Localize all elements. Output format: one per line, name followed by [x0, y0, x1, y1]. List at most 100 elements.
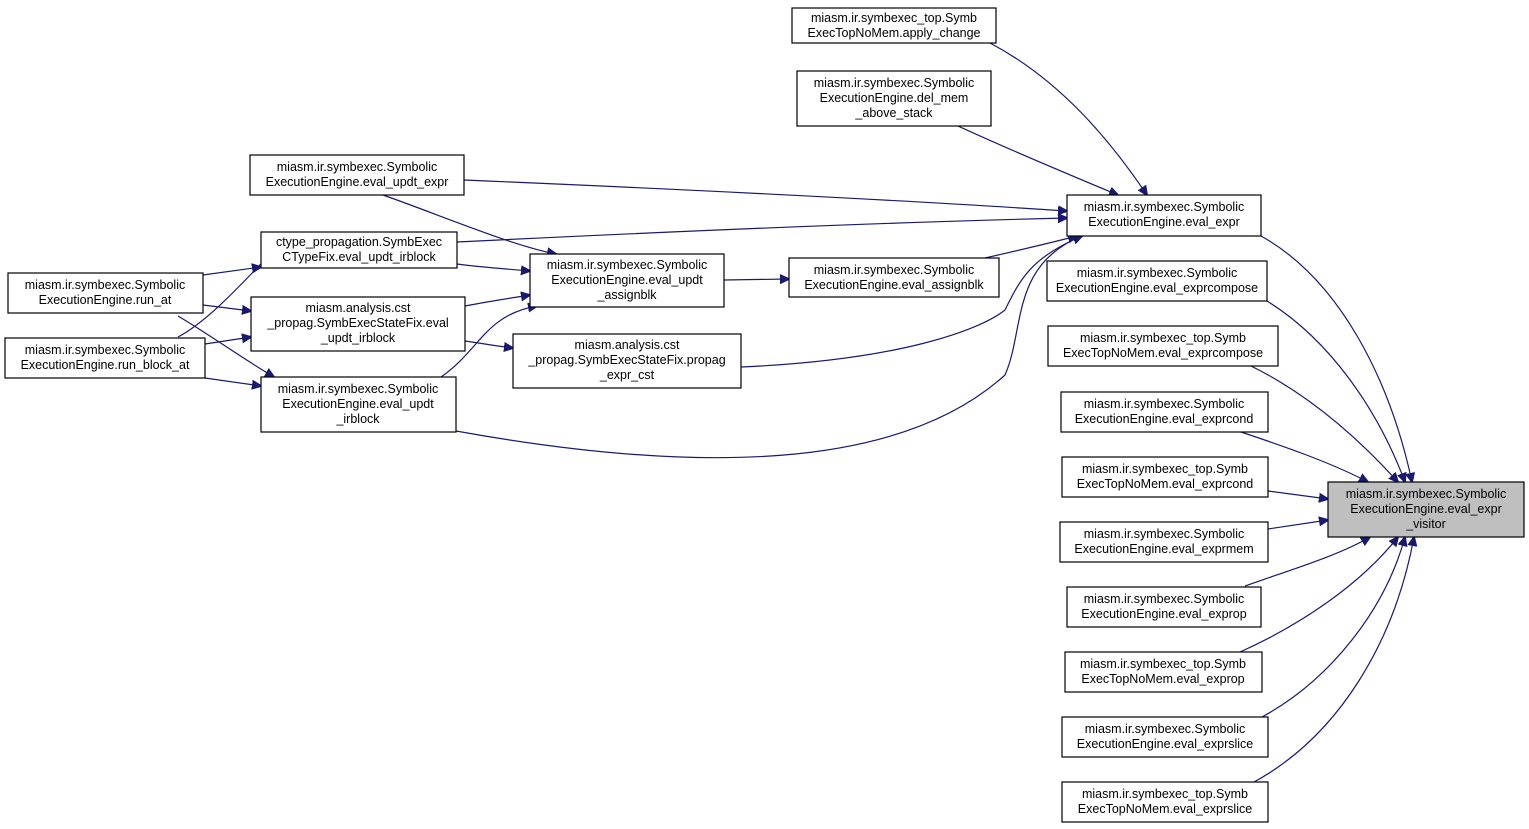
node-label: ExecutionEngine.eval_updt — [551, 273, 703, 287]
node-label: miasm.analysis.cst — [306, 301, 411, 315]
node-label: miasm.ir.symbexec.Symbolic — [1084, 397, 1244, 411]
node-eval-expr[interactable]: miasm.ir.symbexec.Symbolic ExecutionEngi… — [1066, 194, 1262, 237]
edge-run-at-to-cst-irblock — [202, 304, 251, 311]
node-eval-exprcond[interactable]: miasm.ir.symbexec.Symbolic ExecutionEngi… — [1060, 391, 1269, 433]
edge-layer — [177, 42, 1414, 783]
node-top-eval-exprcond[interactable]: miasm.ir.symbexec_top.Symb ExecTopNoMem.… — [1061, 456, 1269, 498]
node-eval-exprslice[interactable]: miasm.ir.symbexec.Symbolic ExecutionEngi… — [1061, 716, 1269, 758]
node-label: miasm.ir.symbexec.Symbolic — [1077, 266, 1237, 280]
node-label: ExecutionEngine.eval_exprmem — [1074, 542, 1253, 556]
node-label: miasm.ir.symbexec.Symbolic — [278, 382, 438, 396]
node-label: miasm.ir.symbexec.Symbolic — [1084, 592, 1244, 606]
edge-eval-updt-expr-to-eval-expr — [463, 179, 1067, 211]
node-eval-exprop[interactable]: miasm.ir.symbexec.Symbolic ExecutionEngi… — [1066, 586, 1262, 628]
node-apply-change[interactable]: miasm.ir.symbexec_top.Symb ExecTopNoMem.… — [791, 7, 997, 44]
node-top-eval-exprcompose[interactable]: miasm.ir.symbexec_top.Symb ExecTopNoMem.… — [1047, 325, 1279, 367]
node-label: miasm.ir.symbexec_top.Symb — [1080, 657, 1246, 671]
edge-eval-updt-expr-to-updt-assignblk — [382, 194, 556, 254]
edge-top-exprslice-to-visitor — [1253, 537, 1414, 783]
edge-updt-irblock-to-updt-assignblk — [440, 306, 537, 378]
node-label: ExecutionEngine.eval_exprcompose — [1056, 281, 1258, 295]
edge-cst-irblock-to-propag-cst — [464, 340, 513, 348]
edge-del-mem-to-eval-expr — [957, 125, 1118, 195]
edge-top-exprop-to-visitor — [1239, 537, 1398, 653]
node-label: ExecutionEngine.eval_exprslice — [1077, 737, 1254, 751]
node-layer: miasm.ir.symbexec.Symbolic ExecutionEngi… — [4, 7, 1525, 823]
node-label: miasm.ir.symbexec.Symbolic — [1085, 722, 1245, 736]
edge-exprop-to-visitor — [1244, 537, 1370, 587]
edge-run-at-to-updt-irblock — [177, 315, 274, 377]
edge-run-block-at-to-updt-irblock — [204, 377, 261, 386]
node-label: ExecutionEngine.eval_exprcond — [1075, 412, 1254, 426]
node-label: miasm.ir.symbexec.Symbolic — [25, 278, 185, 292]
node-label: miasm.ir.symbexec.Symbolic — [1346, 487, 1506, 501]
edge-cst-irblock-to-updt-assignblk — [464, 295, 530, 307]
node-label: miasm.ir.symbexec.Symbolic — [277, 160, 437, 174]
edge-ctype-irblock-to-updt-assignblk — [456, 263, 530, 271]
node-ctype-eval-updt-irblock[interactable]: ctype_propagation.SymbExec CTypeFix.eval… — [260, 231, 458, 269]
node-label: miasm.ir.symbexec.Symbolic — [547, 258, 707, 272]
node-eval-assignblk[interactable]: miasm.ir.symbexec.Symbolic ExecutionEngi… — [788, 257, 1000, 298]
node-eval-updt-assignblk[interactable]: miasm.ir.symbexec.Symbolic ExecutionEngi… — [529, 253, 725, 308]
node-top-eval-exprslice[interactable]: miasm.ir.symbexec_top.Symb ExecTopNoMem.… — [1061, 781, 1269, 823]
node-label: miasm.ir.symbexec.Symbolic — [814, 263, 974, 277]
edge-apply-change-to-eval-expr — [989, 42, 1147, 195]
node-label: ExecutionEngine.eval_exprop — [1081, 607, 1246, 621]
node-run-at[interactable]: miasm.ir.symbexec.Symbolic ExecutionEngi… — [7, 272, 204, 314]
node-label: ExecutionEngine.eval_expr — [1088, 215, 1240, 229]
node-label: ExecutionEngine.eval_expr — [1350, 502, 1502, 516]
node-label: ExecutionEngine.run_block_at — [21, 358, 190, 372]
node-eval-updt-expr[interactable]: miasm.ir.symbexec.Symbolic ExecutionEngi… — [249, 154, 465, 196]
edge-eval-expr-to-visitor — [1260, 235, 1412, 482]
node-label: _assignblk — [596, 288, 657, 302]
node-label: _propag.SymbExecStateFix.propag — [527, 353, 725, 367]
edge-run-block-at-to-cst-irblock — [204, 337, 251, 345]
node-label: _above_stack — [854, 106, 933, 120]
node-label: miasm.ir.symbexec.Symbolic — [25, 343, 185, 357]
node-label: _propag.SymbExecStateFix.eval — [266, 316, 448, 330]
node-top-eval-exprop[interactable]: miasm.ir.symbexec_top.Symb ExecTopNoMem.… — [1064, 651, 1263, 693]
edge-top-exprcompose-to-visitor — [1250, 365, 1398, 482]
edge-updt-irblock-to-eval-expr — [455, 236, 1082, 459]
node-label: _irblock — [335, 412, 380, 426]
node-label: ExecutionEngine.eval_updt — [282, 397, 434, 411]
edge-top-exprcond-to-visitor — [1267, 490, 1328, 499]
node-label: ExecutionEngine.del_mem — [820, 91, 969, 105]
node-label: miasm.ir.symbexec_top.Symb — [1080, 331, 1246, 345]
node-label: miasm.ir.symbexec.Symbolic — [814, 76, 974, 90]
node-label: miasm.analysis.cst — [575, 338, 680, 352]
node-run-block-at[interactable]: miasm.ir.symbexec.Symbolic ExecutionEngi… — [4, 337, 206, 379]
node-label: ExecTopNoMem.eval_exprcond — [1077, 477, 1254, 491]
node-label: ExecTopNoMem.eval_exprop — [1081, 672, 1244, 686]
edge-exprcond-to-visitor — [1240, 431, 1368, 482]
edge-exprmem-to-visitor — [1267, 520, 1328, 530]
node-label: ExecTopNoMem.eval_exprslice — [1078, 802, 1252, 816]
node-label: _expr_cst — [599, 368, 655, 382]
edge-updt-assignblk-to-eval-assignblk — [723, 279, 789, 280]
node-label: CTypeFix.eval_updt_irblock — [282, 250, 436, 264]
node-label: ExecutionEngine.eval_assignblk — [804, 278, 984, 292]
node-label: miasm.ir.symbexec_top.Symb — [1082, 462, 1248, 476]
node-del-mem-above-stack[interactable]: miasm.ir.symbexec.Symbolic ExecutionEngi… — [796, 70, 992, 127]
edge-run-at-to-ctype-irblock — [202, 267, 261, 276]
node-label: ExecTopNoMem.eval_exprcompose — [1063, 346, 1263, 360]
node-label: _updt_irblock — [320, 331, 396, 345]
node-eval-exprmem[interactable]: miasm.ir.symbexec.Symbolic ExecutionEngi… — [1059, 521, 1269, 563]
edge-propag-cst-to-eval-expr — [740, 236, 1082, 368]
node-label: _visitor — [1405, 517, 1446, 531]
edge-exprcompose-to-visitor — [1266, 300, 1405, 482]
edge-eval-assignblk-to-eval-expr — [984, 236, 1077, 259]
node-label: miasm.ir.symbexec_top.Symb — [1082, 787, 1248, 801]
node-eval-exprcompose[interactable]: miasm.ir.symbexec.Symbolic ExecutionEngi… — [1046, 260, 1268, 302]
node-cst-eval-updt-irblock[interactable]: miasm.analysis.cst _propag.SymbExecState… — [250, 296, 466, 352]
node-eval-expr-visitor[interactable]: miasm.ir.symbexec.Symbolic ExecutionEngi… — [1327, 481, 1525, 538]
node-label: ExecutionEngine.run_at — [39, 293, 172, 307]
edge-exprslice-to-visitor — [1261, 537, 1405, 718]
node-label: ctype_propagation.SymbExec — [276, 235, 442, 249]
node-label: miasm.ir.symbexec_top.Symb — [811, 11, 977, 25]
node-propag-expr-cst[interactable]: miasm.analysis.cst _propag.SymbExecState… — [512, 333, 742, 389]
node-label: miasm.ir.symbexec.Symbolic — [1084, 200, 1244, 214]
node-label: ExecutionEngine.eval_updt_expr — [266, 175, 449, 189]
node-eval-updt-irblock[interactable]: miasm.ir.symbexec.Symbolic ExecutionEngi… — [260, 376, 457, 433]
